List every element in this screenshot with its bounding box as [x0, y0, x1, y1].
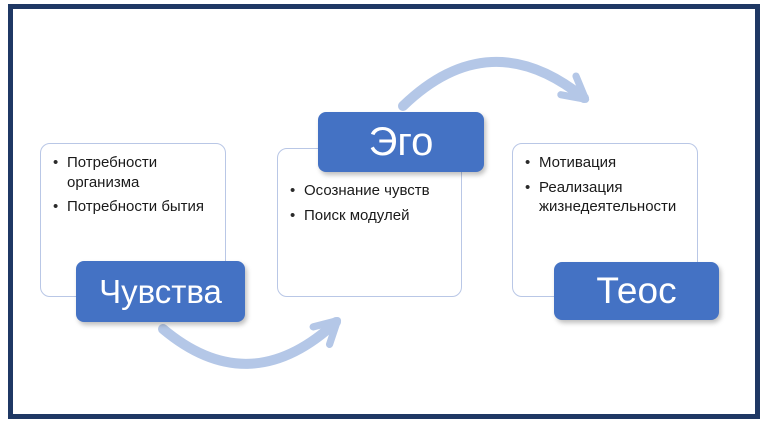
curved-arrow-ego-to-teos-icon	[398, 56, 590, 111]
bullet-list: Потребности организма Потребности бытия	[41, 144, 225, 217]
bullet-list: Осознание чувств Поиск модулей	[278, 149, 461, 225]
curved-arrow-chuvstva-to-ego-icon	[158, 317, 342, 369]
bullet-item: Потребности бытия	[53, 197, 217, 217]
bullet-item: Мотивация	[525, 153, 689, 173]
bullet-item: Поиск модулей	[290, 206, 453, 226]
label-teos: Теос	[554, 262, 719, 320]
bullet-item: Осознание чувств	[290, 181, 453, 201]
bullet-list: Мотивация Реализация жизнедеятельности	[513, 144, 697, 217]
card-ego: Осознание чувств Поиск модулей	[277, 148, 462, 297]
bullet-item: Потребности организма	[53, 153, 217, 192]
bullet-item: Реализация жизнедеятельности	[525, 178, 689, 217]
label-chuvstva: Чувства	[76, 261, 245, 322]
label-ego: Эго	[318, 112, 484, 172]
